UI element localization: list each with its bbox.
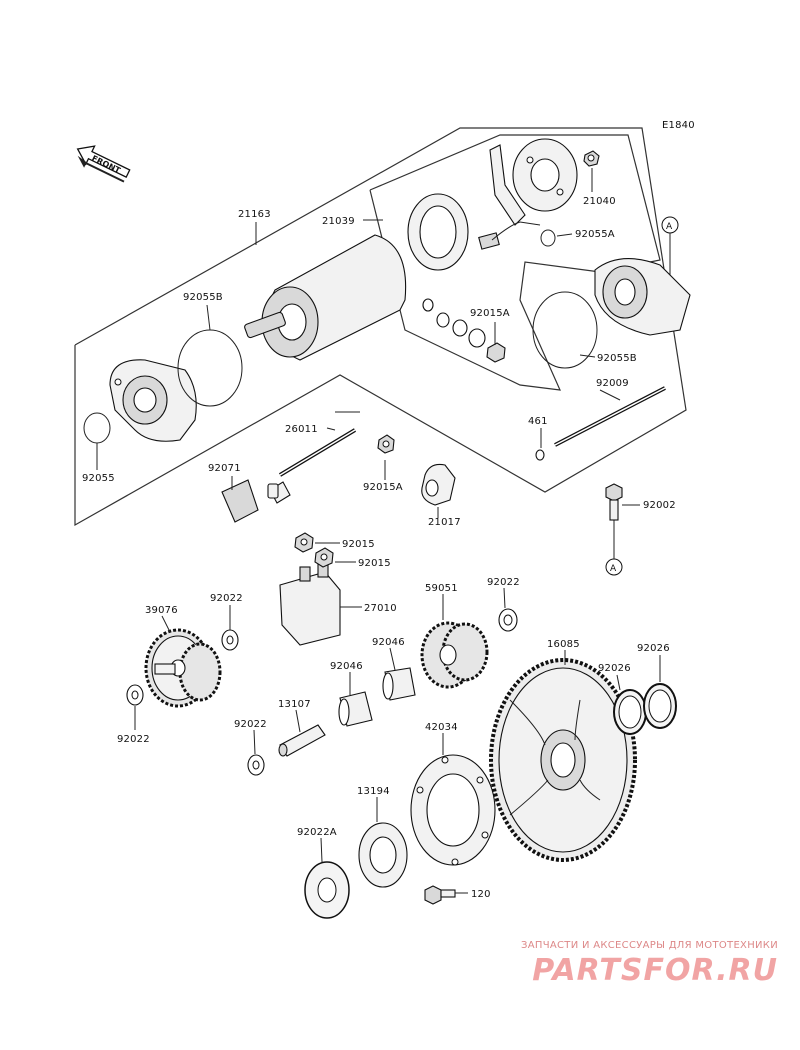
watermark: ЗАПЧАСТИ И АКСЕССУАРЫ ДЛЯ МОТОТЕХНИКИ PA… bbox=[521, 940, 778, 988]
carbon-brush bbox=[221, 479, 279, 523]
part-label: 92055A bbox=[575, 229, 615, 240]
part-label: 92026 bbox=[637, 643, 670, 654]
gear-shaft bbox=[278, 724, 326, 757]
ref-marker-label: A bbox=[610, 564, 617, 574]
clutch-bolt bbox=[424, 885, 456, 905]
part-labels: 21163 21039 21040 92055A 92055B 92015A 9… bbox=[82, 196, 676, 900]
assembly-border bbox=[74, 127, 687, 527]
brush-holder-ring bbox=[407, 193, 469, 271]
starter-motor-yoke bbox=[244, 234, 407, 361]
one-way-clutch bbox=[358, 822, 408, 888]
clutch-housing bbox=[410, 754, 496, 866]
part-label: 92046 bbox=[372, 637, 405, 648]
part-label: 39076 bbox=[145, 605, 178, 616]
idler-gear bbox=[144, 628, 222, 708]
part-label: 13194 bbox=[357, 786, 390, 797]
small-o-ring bbox=[540, 229, 556, 247]
part-label: 92046 bbox=[330, 661, 363, 672]
small-nut bbox=[583, 150, 600, 167]
o-ring-small bbox=[83, 412, 111, 444]
o-ring-large-right bbox=[532, 291, 598, 369]
terminal-nut bbox=[377, 434, 395, 454]
part-label: 21039 bbox=[322, 216, 355, 227]
part-label: 92015 bbox=[342, 539, 375, 550]
washer-stack bbox=[422, 298, 506, 363]
part-label: 92055 bbox=[82, 473, 115, 484]
part-label: 92026 bbox=[598, 663, 631, 674]
part-label: 92022 bbox=[117, 734, 150, 745]
relay-nut-top bbox=[294, 532, 314, 553]
part-label: 92009 bbox=[596, 378, 629, 389]
part-label: 92071 bbox=[208, 463, 241, 474]
part-label: 92055B bbox=[597, 353, 637, 364]
part-label: 27010 bbox=[364, 603, 397, 614]
part-label: 59051 bbox=[425, 583, 458, 594]
part-label: 92015A bbox=[470, 308, 510, 319]
brush-plate-disc bbox=[512, 138, 578, 212]
leader-lines bbox=[96, 168, 661, 894]
part-label: 21163 bbox=[238, 209, 271, 220]
part-label: 42034 bbox=[425, 722, 458, 733]
watermark-caption: ЗАПЧАСТИ И АКСЕССУАРЫ ДЛЯ МОТОТЕХНИКИ bbox=[521, 940, 778, 951]
part-label: 92015A bbox=[363, 482, 403, 493]
part-label: 461 bbox=[528, 416, 548, 427]
ref-marker-bottom: A bbox=[605, 520, 623, 576]
part-label: 26011 bbox=[285, 424, 318, 435]
part-label: 92022 bbox=[234, 719, 267, 730]
brush-plate bbox=[478, 144, 541, 250]
starter-clutch-gear bbox=[489, 658, 637, 862]
part-label: 13107 bbox=[278, 699, 311, 710]
washer-461 bbox=[535, 449, 545, 461]
starter-front-cover bbox=[109, 359, 197, 442]
part-label: 120 bbox=[471, 889, 491, 900]
part-label: 92015 bbox=[358, 558, 391, 569]
part-label: 92022 bbox=[210, 593, 243, 604]
part-label: 92022A bbox=[297, 827, 337, 838]
diagram-code: E1840 bbox=[662, 120, 695, 131]
part-label: 92055B bbox=[183, 292, 223, 303]
needle-bearing-b bbox=[338, 691, 373, 727]
ref-marker-label: A bbox=[666, 222, 673, 232]
part-label: 21040 bbox=[583, 196, 616, 207]
part-label: 92002 bbox=[643, 500, 676, 511]
part-label: 21017 bbox=[428, 517, 461, 528]
starter-gear bbox=[420, 621, 489, 689]
watermark-logo: PARTSFOR.RU bbox=[532, 953, 778, 988]
mounting-bolt bbox=[605, 483, 623, 521]
starter-rear-cover bbox=[594, 258, 691, 336]
part-label: 92022 bbox=[487, 577, 520, 588]
o-ring-large-left bbox=[177, 329, 243, 407]
front-arrow-icon: FRONT bbox=[76, 145, 131, 183]
relay-nut-bottom bbox=[314, 547, 334, 568]
terminal-boot bbox=[421, 463, 456, 506]
starter-relay bbox=[279, 562, 341, 646]
part-label: 16085 bbox=[547, 639, 580, 650]
needle-bearing-a bbox=[382, 667, 416, 701]
subassembly-border bbox=[369, 134, 661, 391]
